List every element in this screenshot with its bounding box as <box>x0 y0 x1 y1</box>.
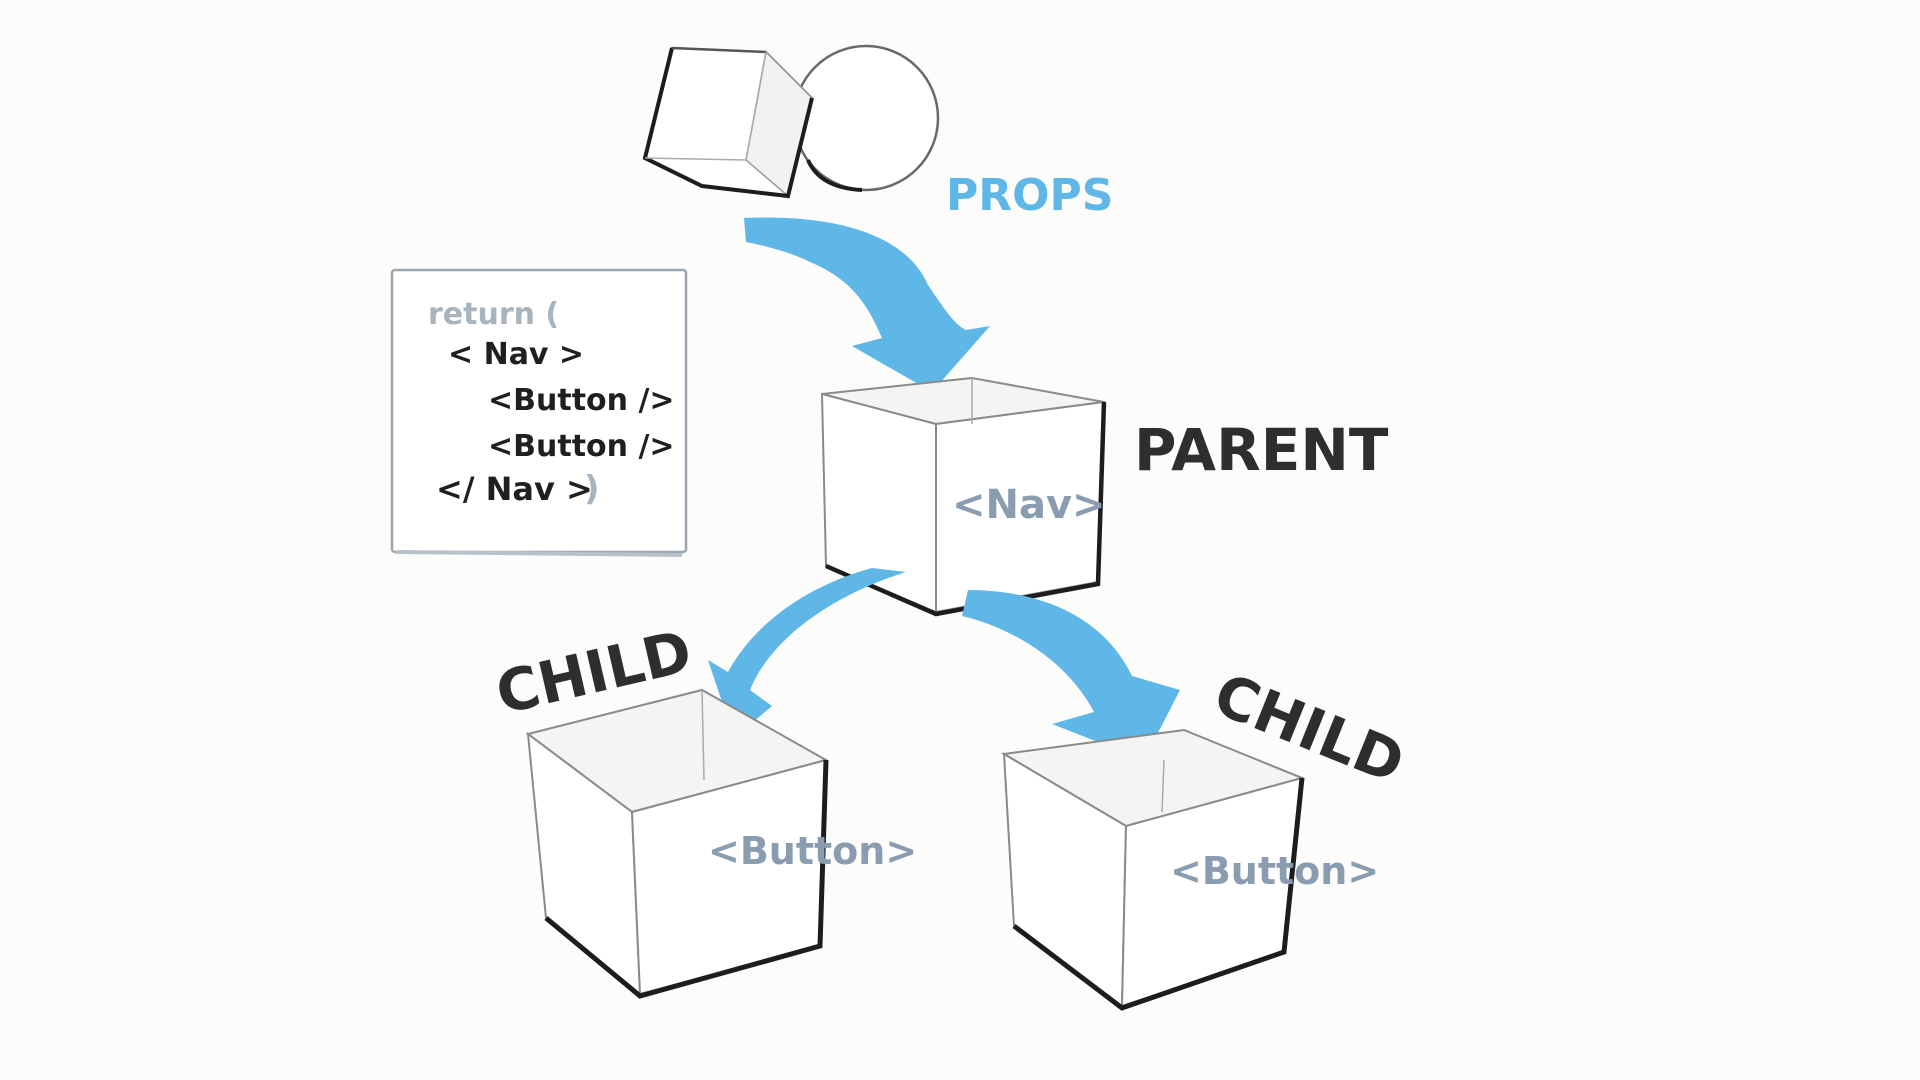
code-line-close-paren: ) <box>584 469 600 509</box>
arrow-parent-to-left-child <box>708 568 906 738</box>
child-box-left: <Button> <box>525 688 917 999</box>
code-line-button-2: <Button /> <box>488 429 675 464</box>
parent-box: <Nav> <box>820 376 1107 617</box>
child-box-right: <Button> <box>1001 728 1379 1011</box>
child-box-left-tag: <Button> <box>708 829 917 873</box>
code-line-nav-close: </ Nav > <box>436 470 593 508</box>
code-line-button-1: <Button /> <box>488 383 675 418</box>
parent-label: PARENT <box>1134 416 1389 484</box>
code-line-return: return ( <box>428 297 559 332</box>
arrow-parent-to-right-child <box>962 590 1180 760</box>
cube-icon <box>642 46 814 199</box>
child-box-right-tag: <Button> <box>1170 849 1379 893</box>
code-card: return ( < Nav > <Button /> <Button /> <… <box>390 268 688 557</box>
arrow-props-to-parent <box>744 217 990 392</box>
props-label: PROPS <box>946 170 1113 221</box>
parent-box-tag: <Nav> <box>952 482 1106 528</box>
code-line-nav-open: < Nav > <box>448 337 584 372</box>
props-shapes-icon <box>642 44 940 199</box>
sphere-icon <box>792 44 940 192</box>
